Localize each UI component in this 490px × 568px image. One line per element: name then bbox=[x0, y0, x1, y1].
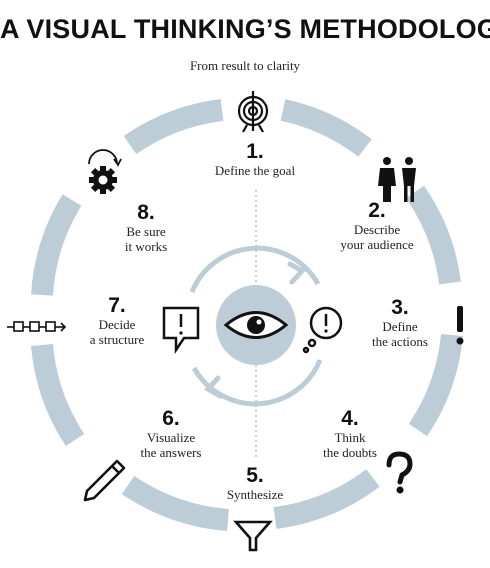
outer-ring bbox=[31, 99, 463, 531]
step-2: 2. Describe your audience bbox=[312, 199, 442, 253]
arrow-head-top bbox=[287, 261, 306, 285]
step-number: 2. bbox=[368, 199, 386, 222]
step-label: Define the goal bbox=[214, 163, 296, 178]
idea-thought-icon bbox=[302, 306, 343, 354]
step-label: Define the actions bbox=[372, 319, 428, 349]
gear-icon bbox=[88, 149, 122, 194]
step-number: 8. bbox=[137, 201, 155, 224]
step-4: 4. Think the doubts bbox=[285, 407, 415, 461]
ring-segment-1-2 bbox=[280, 99, 372, 157]
funnel-icon bbox=[233, 520, 273, 552]
arrow-head-bottom bbox=[204, 375, 223, 399]
exclamation-icon bbox=[456, 306, 464, 345]
inner-cycle bbox=[189, 245, 323, 407]
ring-segment-7-8 bbox=[31, 194, 82, 296]
flowchart-icon bbox=[7, 321, 67, 332]
step-3: 3. Define the actions bbox=[335, 296, 465, 350]
target-icon bbox=[237, 91, 269, 133]
step-number: 7. bbox=[108, 294, 126, 317]
step-8: 8. Be sure it works bbox=[81, 201, 211, 255]
ring-segment-4-5 bbox=[273, 469, 380, 529]
ring-segment-8-1 bbox=[123, 99, 224, 155]
ring-segment-3-4 bbox=[408, 333, 463, 437]
page-subtitle: From result to clarity bbox=[189, 58, 301, 73]
exclamation-speech-icon bbox=[162, 306, 200, 355]
inner-arc-top bbox=[189, 245, 321, 293]
step-label: Think the doubts bbox=[323, 430, 377, 460]
ring-segment-6-7 bbox=[31, 343, 85, 447]
inner-cycle-arrows bbox=[204, 261, 306, 399]
ring-segment-2-3 bbox=[405, 185, 461, 285]
question-icon bbox=[386, 451, 413, 494]
step-7: 7. Decide a structure bbox=[52, 294, 182, 348]
step-label: Be sure it works bbox=[124, 224, 168, 254]
step-label: Synthesize bbox=[226, 487, 284, 502]
step-number: 6. bbox=[162, 407, 180, 430]
page-title: A VISUAL THINKING’S METHODOLOGY bbox=[0, 14, 490, 44]
step-number: 3. bbox=[391, 296, 409, 319]
step-1: 1. Define the goal bbox=[190, 140, 320, 179]
step-number: 5. bbox=[246, 464, 264, 487]
step-6: 6. Visualize the answers bbox=[106, 407, 236, 461]
step-number: 4. bbox=[341, 407, 359, 430]
step-label: Visualize the answers bbox=[140, 430, 202, 460]
people-icon bbox=[378, 157, 416, 202]
eye-icon bbox=[216, 285, 296, 365]
step-label: Decide a structure bbox=[89, 317, 145, 347]
step-5: 5. Synthesize bbox=[190, 464, 320, 503]
pencil-icon bbox=[83, 459, 126, 502]
step-label: Describe your audience bbox=[340, 222, 414, 252]
step-number: 1. bbox=[246, 140, 264, 163]
inner-arc-bottom bbox=[191, 359, 323, 407]
ring-segment-5-6 bbox=[121, 475, 230, 531]
